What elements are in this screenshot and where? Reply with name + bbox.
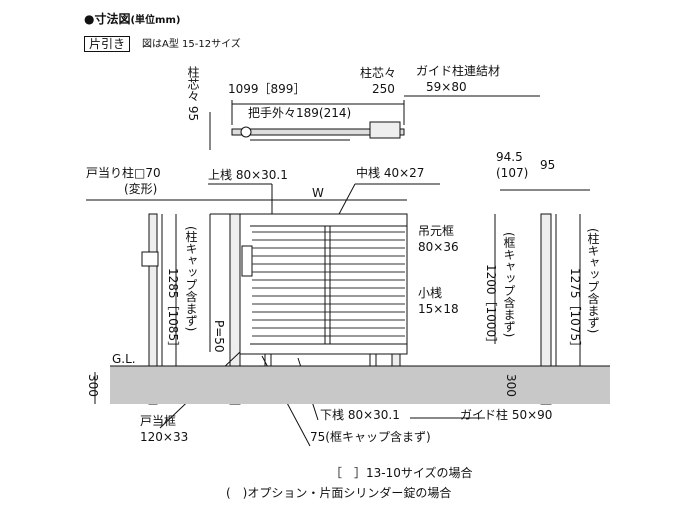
p-label: P=50 [212,320,226,353]
plan-gate-bar [231,128,405,136]
gate-frame [229,213,408,355]
slats [252,231,405,337]
offset-top-sub: (107) [496,166,529,180]
page-title: ●寸法図(単位mm) [84,12,180,28]
door-stop-frame-label: 戸当框 [140,414,177,428]
guide-link-label: ガイド柱連結材 [416,64,501,78]
width-w-label: W [312,186,324,200]
door-stop-post-label: 戸当り柱□70 [86,166,161,180]
hanging-frame-label: 吊元框 [418,224,455,238]
offset-top: 94.5 [496,150,523,164]
small-rail-label: 小桟 [418,286,443,300]
small-rail-size: 15×18 [418,302,459,316]
depth-right: 300 [504,374,518,397]
height-post-left-sub: (柱キャップ含まず) [184,226,198,332]
title-text: ●寸法図 [84,12,131,26]
pitch-value: 250 [372,82,395,96]
middle-rail-label: 中桟 40×27 [356,166,425,180]
guide-post-label: ガイド柱 50×90 [460,408,553,422]
gl-label: G.L. [112,352,136,366]
plan-post-circle [240,126,252,138]
door-stop-post-sub: (変形) [124,182,158,196]
plan-guide-post [369,121,401,139]
hanging-frame-size: 80×36 [418,240,459,254]
height-frame: 1200［1000］ [484,264,498,350]
height-post-left: 1285［1085］ [166,268,180,354]
bottom-rail-label: 下桟 80×30.1 [320,408,400,422]
type-tag: 片引き [84,36,131,52]
post-width-right: 95 [540,158,556,172]
height-frame-sub: (框キャップ含まず) [502,232,516,338]
pitch-label: 柱芯々 [360,66,397,80]
guide-link-size: 59×80 [426,80,467,94]
door-stop-frame-size: 120×33 [140,430,189,444]
height-post-right-sub: (柱キャップ含まず) [586,228,600,334]
height-post-right: 1275［1075］ [568,268,582,354]
footer-note-2: ( )オプション・片面シリンダー錠の場合 [226,486,452,500]
top-rail-label: 上桟 80×30.1 [208,168,288,182]
depth-left: 300 [86,374,100,397]
width-label: 1099［899］ [228,82,306,96]
frame-cap-note: 75(框キャップ含まず) [310,430,431,444]
drawing-note: 図はA型 15-12サイズ [142,39,241,50]
ground-band [110,366,610,404]
handle-label: 把手外々189(214) [248,106,352,120]
post-pitch-vertical: 柱芯々 95 [186,66,200,122]
unit-text: (単位mm) [130,15,181,26]
footer-note-1: ［ ］13-10サイズの場合 [330,466,473,480]
